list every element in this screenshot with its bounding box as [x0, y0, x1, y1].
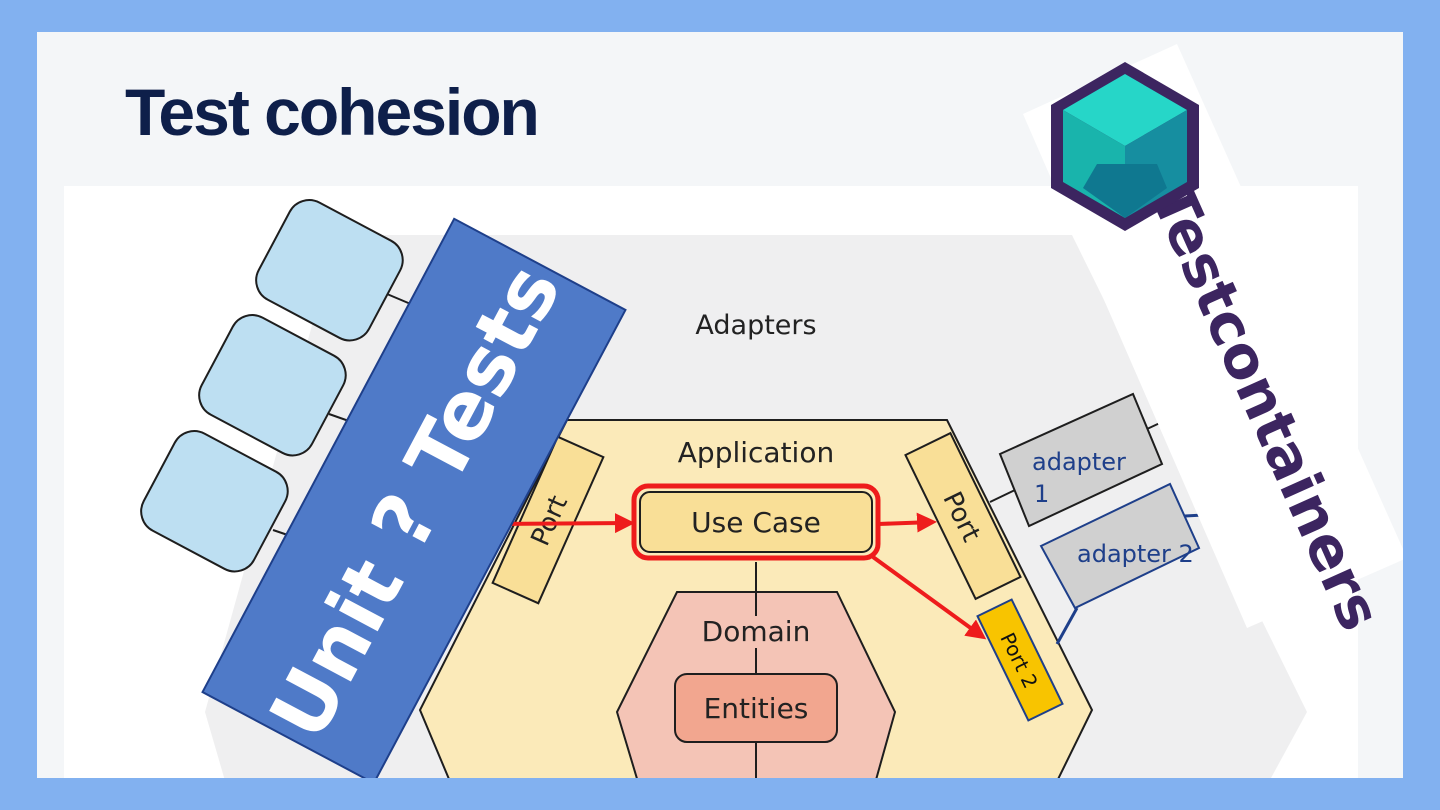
use-case-label: Use Case: [691, 506, 821, 539]
external-actor-box: [140, 430, 289, 573]
domain-label: Domain: [702, 615, 811, 648]
adapter-1-box: [998, 392, 1164, 528]
external-actor-box: [255, 199, 404, 342]
external-actor-box: [198, 314, 347, 457]
right-port: Port: [904, 431, 1022, 601]
arrow-to-right-port: [877, 512, 937, 533]
adapter-1-label: adapter: [1032, 448, 1126, 476]
slide-title: Test cohesion: [125, 75, 540, 149]
adapters-label: Adapters: [695, 310, 816, 341]
hexagonal-architecture-diagram: Adapters Application Domain Entities Por…: [64, 44, 1403, 778]
adapter-2-box: [1039, 482, 1201, 610]
arrow-to-port2: [871, 555, 987, 640]
adapter-1-label-line2: 1: [1034, 480, 1049, 508]
arrow-to-use-case: [498, 513, 635, 534]
slide: Adapters Application Domain Entities Por…: [37, 32, 1403, 778]
connector: [1055, 607, 1079, 645]
left-port: Port: [491, 435, 605, 605]
entities-label: Entities: [704, 692, 809, 725]
use-case-box[interactable]: [639, 491, 873, 553]
connector: [989, 489, 1016, 503]
testcontainers-cube-icon: [1051, 62, 1199, 231]
application-label: Application: [678, 436, 834, 469]
adapter-2-label: adapter 2: [1077, 540, 1194, 568]
